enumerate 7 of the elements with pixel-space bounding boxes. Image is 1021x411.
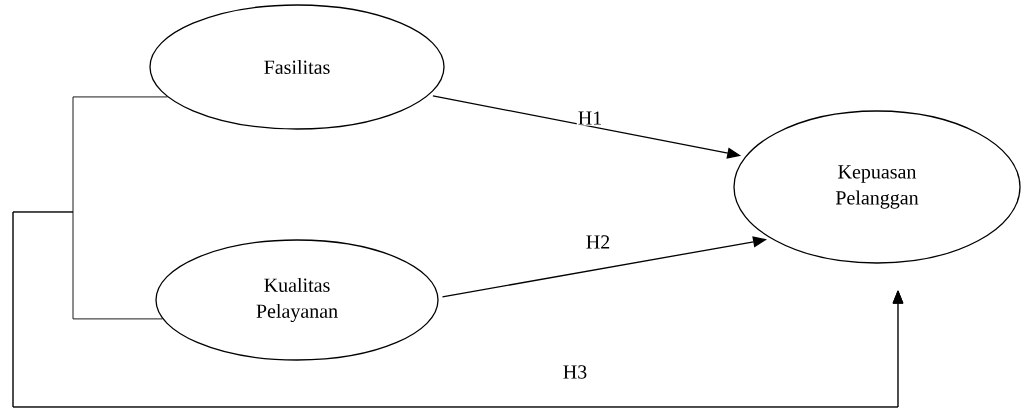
- edge-label: H1: [576, 110, 604, 126]
- ellipse-node: Kualitas Pelayanan: [155, 239, 439, 361]
- edge-label: H3: [561, 364, 589, 380]
- arrow: [12, 211, 904, 408]
- ellipse-node: Kepuasan Pelanggan: [733, 110, 1021, 264]
- ellipse-node: Fasilitas: [149, 4, 445, 130]
- edge-label: H2: [584, 234, 612, 250]
